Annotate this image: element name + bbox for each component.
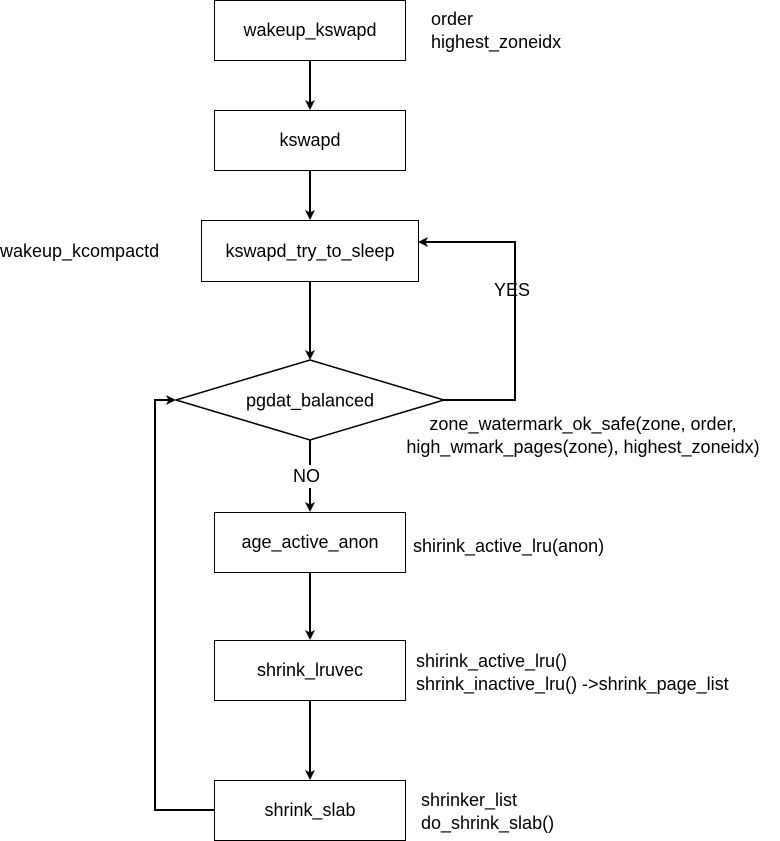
edge-label-yes: YES [494,280,531,300]
node-wakeup-kswapd-label: wakeup_kswapd [243,20,377,40]
node-shrink-lruvec-label: shrink_lruvec [256,660,364,680]
edge-slab-loop [154,395,214,811]
node-kswapd-try-to-sleep: kswapd_try_to_sleep [201,220,419,282]
wakeup-kswapd-args: order highest_zoneidx [431,8,561,54]
edge-yes-loop [418,237,516,401]
wakeup-kcompactd-note: wakeup_kcompactd [0,241,160,261]
node-wakeup-kswapd: wakeup_kswapd [214,0,406,61]
node-kswapd-label: kswapd [279,130,341,150]
age-active-anon-note: shirink_active_lru(anon) [413,536,605,556]
arg-highest-zoneidx: highest_zoneidx [431,32,562,52]
balanced-condition-line2: high_wmark_pages(zone), highest_zoneidx) [406,437,760,457]
node-shrink-slab-label: shrink_slab [264,800,356,820]
node-kswapd: kswapd [214,110,406,171]
arg-order: order [431,9,474,29]
balanced-condition-note: zone_watermark_ok_safe(zone, order, high… [388,413,778,459]
decision-diamond [173,359,447,441]
shrink-lruvec-note-2: shrink_inactive_lru() ->shrink_page_list [416,674,729,694]
node-kswapd-try-to-sleep-label: kswapd_try_to_sleep [225,240,395,261]
do-shrink-slab-note: do_shrink_slab() [421,813,555,833]
shrink-lruvec-note-1: shirink_active_lru() [416,651,568,671]
shrink-lruvec-notes: shirink_active_lru() shrink_inactive_lru… [416,650,729,696]
node-age-active-anon: age_active_anon [214,512,406,573]
edge-label-no: NO [293,465,320,488]
node-shrink-lruvec: shrink_lruvec [214,640,406,701]
shrink-slab-notes: shrinker_list do_shrink_slab() [421,789,554,835]
node-shrink-slab: shrink_slab [214,780,406,841]
shrinker-list-note: shrinker_list [421,790,518,810]
node-pgdat-balanced-label: pgdat_balanced [245,390,375,411]
node-age-active-anon-label: age_active_anon [241,532,379,552]
balanced-condition-line1: zone_watermark_ok_safe(zone, order, [429,414,737,434]
